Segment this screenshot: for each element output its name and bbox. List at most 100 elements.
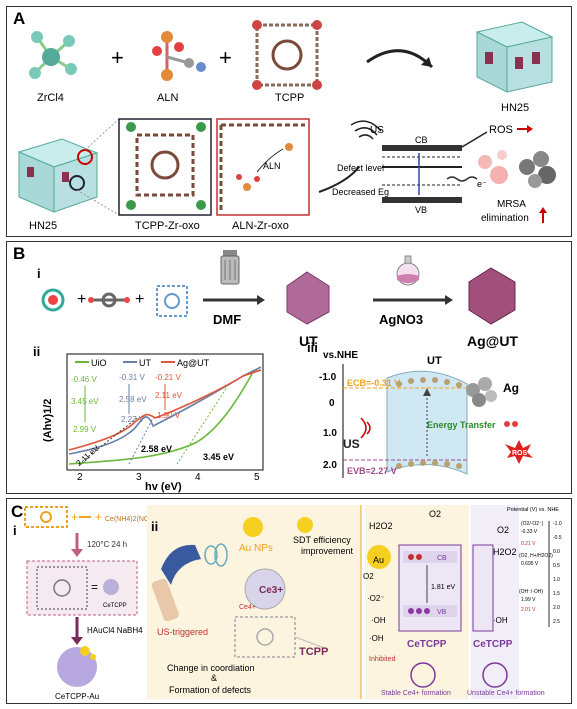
pot-label-0: (O2/·O2⁻) xyxy=(521,521,544,527)
nhe-title: vs.NHE xyxy=(323,350,358,361)
oh1-label: ·OH xyxy=(371,616,386,625)
annot-ut-gap: 2.58 eV xyxy=(119,395,147,404)
panel-c-label: C xyxy=(11,502,23,521)
plot-ylabel: (Ahv)1/2 xyxy=(42,399,54,442)
o2-3: O2 xyxy=(497,525,509,535)
pot-label-2: 0.21 V xyxy=(521,541,536,547)
panel-a-label: A xyxy=(13,9,26,28)
zrcl4-label: ZrCl4 xyxy=(37,92,64,104)
pot-tick-1: -0.5 xyxy=(553,535,562,541)
panel-b-i: i xyxy=(37,266,41,281)
pot-tick-0: -1.0 xyxy=(553,521,562,527)
tcpp-zr-oxo-label: TCPP-Zr-oxo xyxy=(135,220,200,232)
ev181-label: 1.81 eV xyxy=(431,584,455,591)
ce-center xyxy=(244,568,286,610)
pot-tick-4: 1.0 xyxy=(553,577,560,583)
cb-c-label: CB xyxy=(437,555,447,562)
pot-tick-7: 2.5 xyxy=(553,619,560,625)
sdt-label: SDT efficiency xyxy=(293,535,351,545)
annot-ut-bot: 2.27 V xyxy=(121,415,145,424)
tcpp-precursor xyxy=(24,506,68,528)
pot-tick-5: 1.5 xyxy=(553,591,560,597)
tcpp-label: TCPP xyxy=(275,92,304,104)
ultrasound-probe xyxy=(151,543,228,622)
improvement-label: improvement xyxy=(301,546,354,556)
panel-c: C i + + Ce(NH4)2(NO3)6 120°C 24 h = CeTC… xyxy=(6,498,572,704)
hn25-top-label: HN25 xyxy=(501,102,529,114)
annot-ag-top: -0.21 V xyxy=(155,373,181,382)
annot-ut-top: -0.31 V xyxy=(119,373,145,382)
h2o2-1: H2O2 xyxy=(369,521,393,531)
pot-label-7: 2.01 V xyxy=(521,607,536,613)
us-triggered-label: US-triggered xyxy=(157,627,208,637)
o2-1: O2 xyxy=(429,509,441,519)
xtick-4: 4 xyxy=(195,472,201,483)
flask-icon xyxy=(396,255,420,286)
vb-label: VB xyxy=(415,205,427,215)
plus-2: + xyxy=(219,45,232,70)
ag-particles xyxy=(466,377,497,407)
aln-small-label: ALN xyxy=(263,161,281,171)
ytick-0: 0 xyxy=(329,398,335,409)
annot-uio-bot: 2.99 V xyxy=(73,425,97,434)
cetcpp-au-label: CeTCPP-Au xyxy=(55,692,99,701)
ytick-m1: -1.0 xyxy=(319,372,337,383)
ag-ut-crystal xyxy=(468,267,516,325)
pot-label-1: -0.33 V xyxy=(521,529,538,535)
hn25-left-label: HN25 xyxy=(29,220,57,232)
mrsa-bacteria xyxy=(519,151,556,188)
svg-text:+: + xyxy=(135,291,144,308)
inhibited-label: Inhibited xyxy=(369,656,396,663)
pot-label-4: 0.695 V xyxy=(521,561,539,567)
linker-icon xyxy=(88,292,130,308)
defect-level-label: Defect level xyxy=(337,163,384,173)
pot-tick-6: 2.0 xyxy=(553,605,560,611)
o2-2: O2 xyxy=(363,572,374,581)
haucl4-label: HAuCl4 NaBH4 xyxy=(87,626,143,635)
aln-zr-oxo-label: ALN-Zr-oxo xyxy=(232,220,289,232)
aln-zr-oxo-structure xyxy=(219,123,305,211)
hn25-cube-left xyxy=(17,138,99,213)
annot-uio-gap: 3.45 eV xyxy=(71,397,99,406)
and-label: & xyxy=(211,673,217,683)
curve-ut xyxy=(68,366,262,455)
evb-label: EVB=2.27 V xyxy=(347,466,397,476)
stable-label: Stable Ce4+ formation xyxy=(381,690,451,697)
us-energy-label: US xyxy=(343,437,360,451)
ros-burst xyxy=(505,440,533,464)
tcpp-c-label: TCPP xyxy=(299,646,328,658)
electron-label: e⁻ xyxy=(477,179,487,189)
formation-label: Formation of defects xyxy=(169,685,252,695)
us-label: US xyxy=(370,125,384,136)
panel-b-ii: ii xyxy=(33,344,40,359)
ag-label: Ag xyxy=(503,381,519,395)
xtick-2: 2 xyxy=(77,472,83,483)
hn25-cube-top xyxy=(475,21,554,93)
unstable-label: Unstable Ce4+ formation xyxy=(467,690,545,697)
cetcpp-mid-label: CeTCPP xyxy=(407,639,447,650)
xtick-3: 3 xyxy=(136,472,142,483)
legend-uio: UiO xyxy=(91,358,107,368)
oh2-label: ·OH xyxy=(369,634,384,643)
cond-label: 120°C 24 h xyxy=(87,540,127,549)
annot-ag-gap: 2.11 eV xyxy=(155,391,183,400)
tcpp-defect-structure xyxy=(234,616,328,658)
panel-c-ii: ii xyxy=(151,519,158,534)
panel-b-graphic: i + + xyxy=(33,250,533,493)
cetcpp-right-label: CeTCPP xyxy=(473,639,513,650)
svg-text:+: + xyxy=(77,291,86,308)
panel-c-graphic: C i + + Ce(NH4)2(NO3)6 120°C 24 h = CeTC… xyxy=(11,502,562,701)
aln-molecule xyxy=(152,31,206,81)
band-box-2 xyxy=(472,544,494,632)
zrcl4-molecule xyxy=(29,31,77,79)
decreased-eg-label: Decreased Eg xyxy=(332,187,389,197)
pot-tick-2: 0.0 xyxy=(553,549,560,555)
ce4-small-label: Ce4+ xyxy=(239,604,256,611)
agno3-label: AgNO3 xyxy=(379,312,423,327)
tcpp-molecule xyxy=(252,20,322,90)
pot-tick-3: 0.5 xyxy=(553,563,560,569)
plot-frame xyxy=(66,353,264,471)
curve-agut xyxy=(68,369,262,451)
au-nps-label: Au NPs xyxy=(239,543,273,554)
